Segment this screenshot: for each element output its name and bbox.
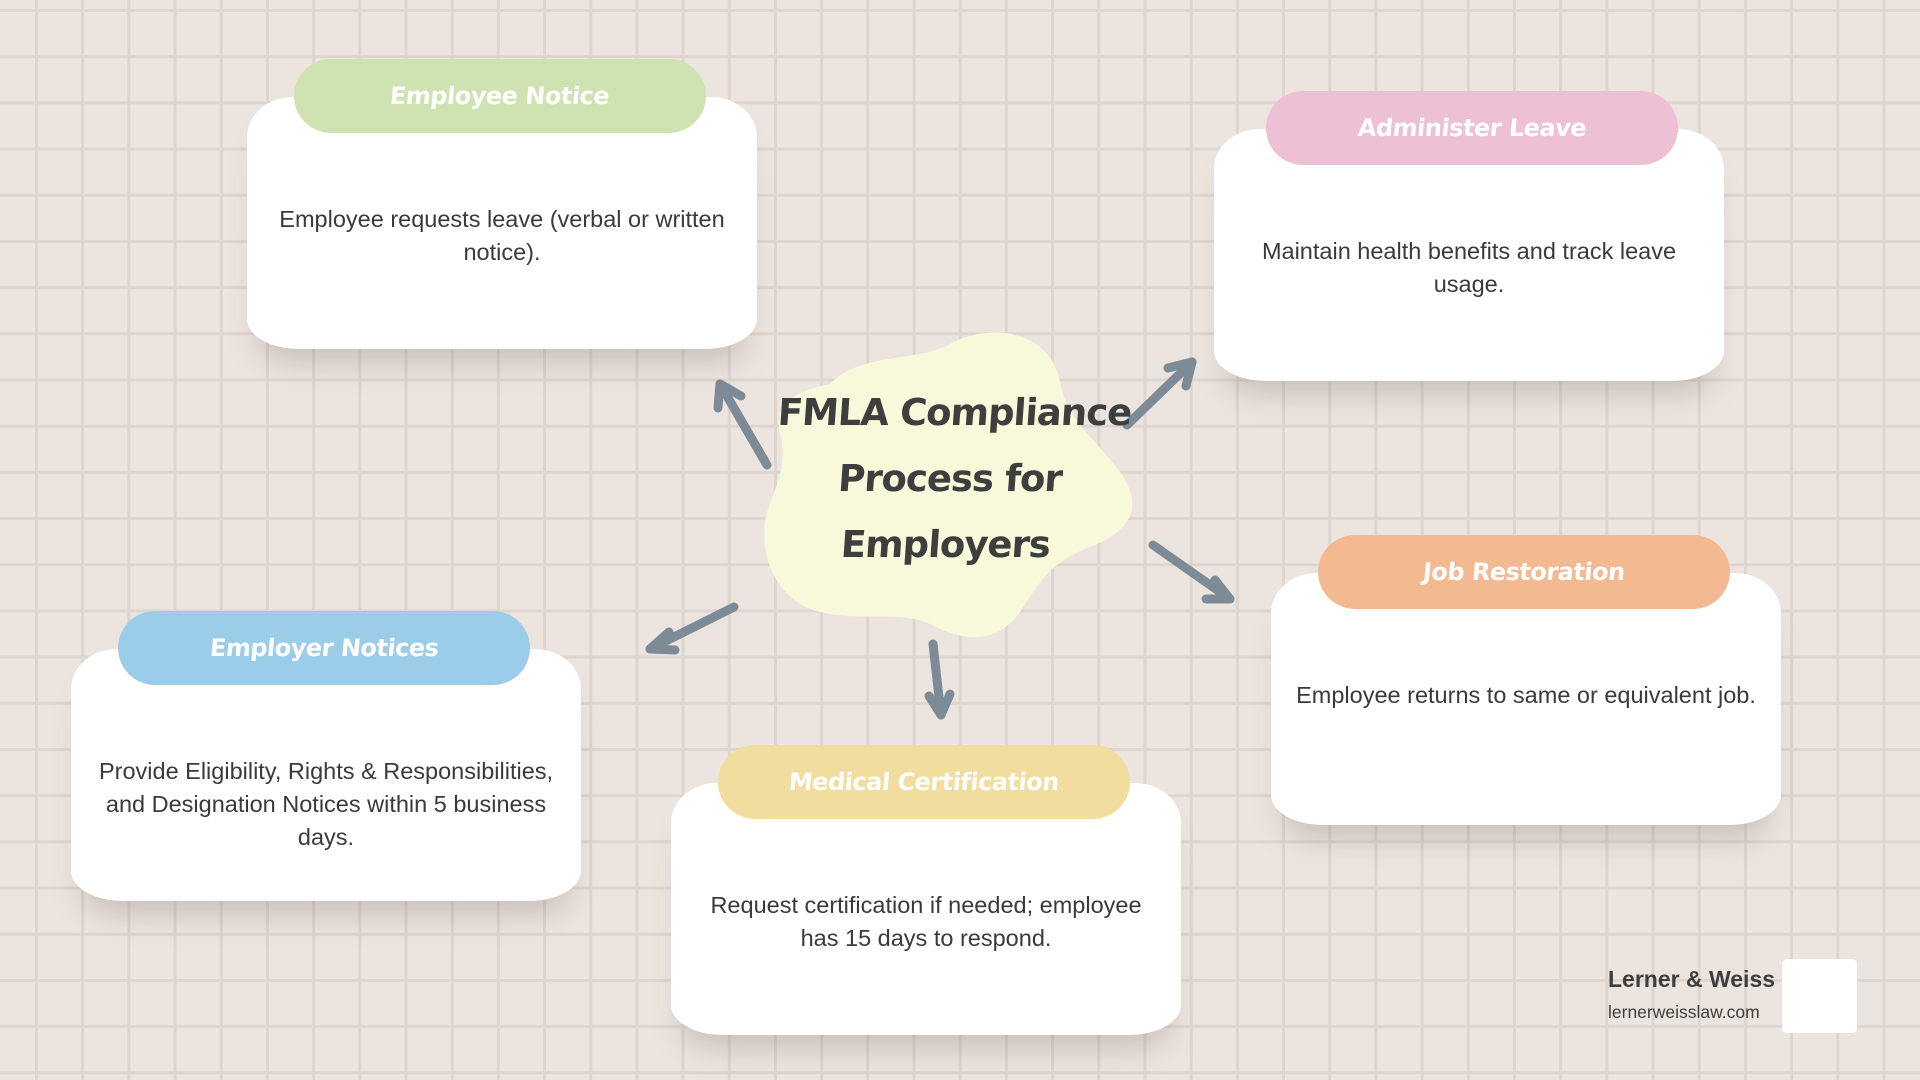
- step-card: Request certification if needed; employe…: [671, 783, 1181, 1035]
- step-description: Employee returns to same or equivalent j…: [1296, 682, 1756, 708]
- step-card: Employee requests leave (verbal or writt…: [247, 97, 757, 349]
- step-description: Provide Eligibility, Rights & Responsibi…: [98, 758, 554, 850]
- step-card: Maintain health benefits and track leave…: [1214, 129, 1724, 381]
- firm-website[interactable]: lernerweisslaw.com: [1608, 1002, 1760, 1022]
- step-header-pill: Employee Notice: [294, 59, 706, 133]
- diagram-title: FMLA Compliance Process for Employers: [753, 380, 1147, 578]
- title-line-2: Process for: [836, 457, 1064, 500]
- step-header-pill: Medical Certification: [718, 745, 1130, 819]
- step-header-pill: Administer Leave: [1266, 91, 1678, 165]
- step-label: Medical Certification: [787, 768, 1061, 796]
- step-label: Job Restoration: [1421, 558, 1627, 586]
- firm-name: Lerner & Weiss: [1608, 966, 1776, 992]
- step-card: Provide Eligibility, Rights & Responsibi…: [71, 649, 581, 901]
- blob-fill: [764, 332, 1133, 638]
- blob-shape: [764, 332, 1133, 638]
- title-line-3: Employers: [839, 523, 1052, 566]
- center-title-blob: FMLA Compliance Process for Employers: [760, 322, 1140, 640]
- step-label: Employee Notice: [389, 82, 611, 110]
- step-header-pill: Job Restoration: [1318, 535, 1730, 609]
- arrow-to-employer-notices: [645, 602, 739, 655]
- step-description: Maintain health benefits and track leave…: [1261, 238, 1677, 297]
- step-header-pill: Employer Notices: [118, 611, 530, 685]
- arrow-to-medical-certification: [924, 639, 955, 720]
- step-label: Employer Notices: [208, 634, 440, 662]
- step-description: Employee requests leave (verbal or writt…: [279, 206, 725, 265]
- title-line-1: FMLA Compliance: [776, 391, 1133, 434]
- step-label: Administer Leave: [1356, 114, 1588, 142]
- arrow-to-job-restoration: [1148, 540, 1235, 604]
- step-description: Request certification if needed; employe…: [710, 892, 1142, 951]
- step-card: Employee returns to same or equivalent j…: [1271, 573, 1781, 825]
- firm-logo-placeholder: [1782, 959, 1857, 1033]
